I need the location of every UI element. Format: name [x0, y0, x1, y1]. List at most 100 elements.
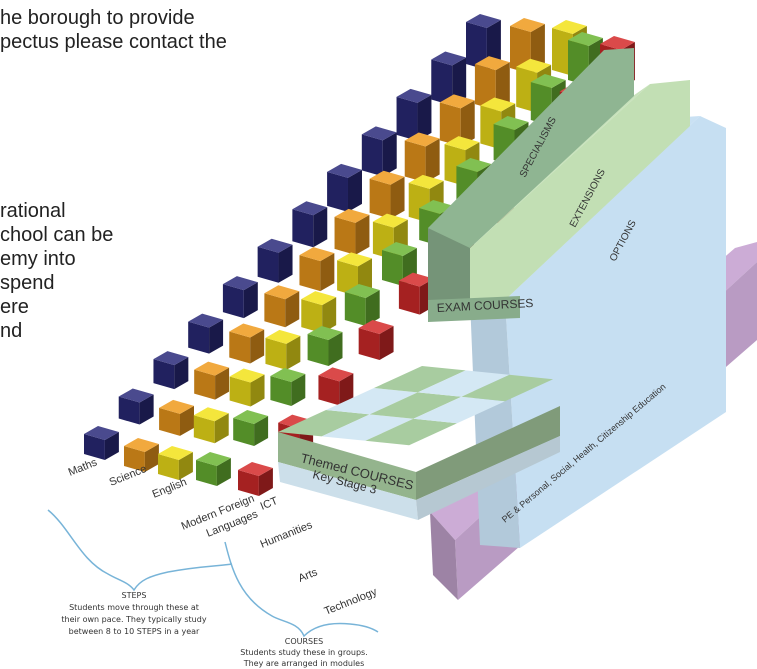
maths-step-front [188, 321, 210, 354]
science-step-front [334, 216, 356, 255]
science-step-side [215, 367, 230, 400]
maths-step-side [278, 244, 293, 283]
science-step-front [124, 446, 145, 472]
science-step-front [159, 407, 180, 436]
english-step-front [265, 337, 287, 370]
english-step-top [408, 174, 444, 189]
science-step-side [460, 100, 475, 147]
courses-note-line: They are arranged in modules [243, 659, 365, 668]
themed-tile [365, 418, 458, 446]
science-step-side [320, 253, 335, 292]
mfl-step-top [344, 284, 380, 298]
english-step-top [158, 446, 193, 460]
maths-step-side [382, 132, 397, 177]
ict-step-front [318, 375, 340, 406]
course-blocks [278, 48, 757, 600]
ict-step-front [238, 470, 259, 496]
science-step-top [439, 94, 475, 109]
science-step-front [229, 331, 251, 364]
maths-step-front [257, 246, 279, 283]
english-step-side [286, 335, 301, 370]
mfl-step-side [365, 290, 380, 326]
mfl-step-front [196, 460, 217, 486]
science-step-top [510, 18, 545, 32]
maths-step-top [431, 51, 467, 66]
mfl-step-top [530, 74, 566, 88]
themed-tile [369, 392, 462, 419]
maths-step-front [84, 434, 105, 460]
maths-step-side [452, 57, 467, 106]
paragraph-line: spend [0, 272, 55, 294]
english-step-top [337, 252, 372, 267]
mfl-step-top [233, 410, 269, 424]
steps-note-line: between 8 to 10 STEPS in a year [69, 627, 200, 636]
science-step-side [285, 291, 300, 328]
steps-note-title: STEPS [122, 591, 147, 600]
maths-step-top [118, 388, 154, 403]
mfl-step-side [254, 416, 269, 446]
maths-step-top [327, 163, 362, 178]
ict-step-front [398, 280, 420, 315]
maths-step-top [396, 88, 432, 103]
science-step-side [355, 214, 370, 255]
paragraph-line: nd [0, 320, 23, 342]
exam-courses-strip [428, 296, 520, 322]
science-step-top [194, 361, 230, 376]
science-step-side [179, 405, 194, 436]
pshe-block-front [430, 512, 458, 600]
courses-brace [224, 541, 379, 638]
ict-step-top [238, 462, 273, 476]
maths-label: Maths [67, 456, 100, 479]
maths-step-top [153, 351, 189, 366]
science-step-front [474, 64, 496, 111]
mfl-step-top [493, 116, 529, 130]
maths-step-side [174, 357, 189, 390]
english-step-top [229, 368, 265, 383]
mfl-step-side [216, 458, 231, 486]
science-step-front [404, 140, 426, 183]
science-step-top [474, 56, 510, 71]
maths-step-side [347, 169, 362, 212]
themed-block-front [278, 432, 416, 500]
themed-block-side [416, 406, 560, 500]
maths-step-top [466, 14, 501, 28]
science-step-side [495, 62, 510, 111]
science-step-top [334, 208, 370, 223]
maths-step-side [313, 207, 328, 248]
maths-step-side [209, 319, 224, 354]
science-step-side [144, 444, 159, 472]
science-step-top [404, 132, 440, 147]
themed-tile [326, 388, 418, 415]
maths-step-top [361, 126, 397, 141]
themed-tile [461, 374, 554, 402]
mfl-step-top [456, 158, 492, 172]
courses-note-title: COURSES [285, 637, 324, 646]
science-step-top [264, 285, 300, 300]
mfl-step-front [307, 334, 329, 366]
steps-note-line: their own pace. They typically study [61, 615, 206, 624]
ict-step-top [600, 36, 635, 50]
maths-step-front [361, 134, 383, 177]
mfl-step-top [382, 242, 417, 256]
science-step-top [159, 399, 194, 414]
english-step-front [158, 454, 179, 480]
science-step-front [264, 293, 286, 328]
maths-step-front [118, 396, 140, 425]
maths-step-top [292, 201, 328, 216]
arts-label: Arts [297, 566, 320, 585]
paragraph-line: chool can be [0, 224, 114, 246]
maths-step-side [139, 394, 154, 425]
paragraph-line: emy into [0, 248, 76, 270]
maths-step-side [243, 282, 258, 319]
paragraph-line: ere [0, 296, 29, 318]
exam-block-front [428, 228, 470, 300]
mfl-step-top [196, 452, 231, 466]
paragraph-line: rational [0, 200, 66, 222]
themed-tile [413, 396, 506, 424]
english-step-front [301, 299, 323, 334]
science-step-side [425, 138, 440, 183]
english-step-top [552, 20, 587, 34]
mfl-step-top [568, 32, 603, 46]
ict-step-top [358, 320, 394, 334]
paragraph-line: pectus please contact the [0, 31, 227, 53]
